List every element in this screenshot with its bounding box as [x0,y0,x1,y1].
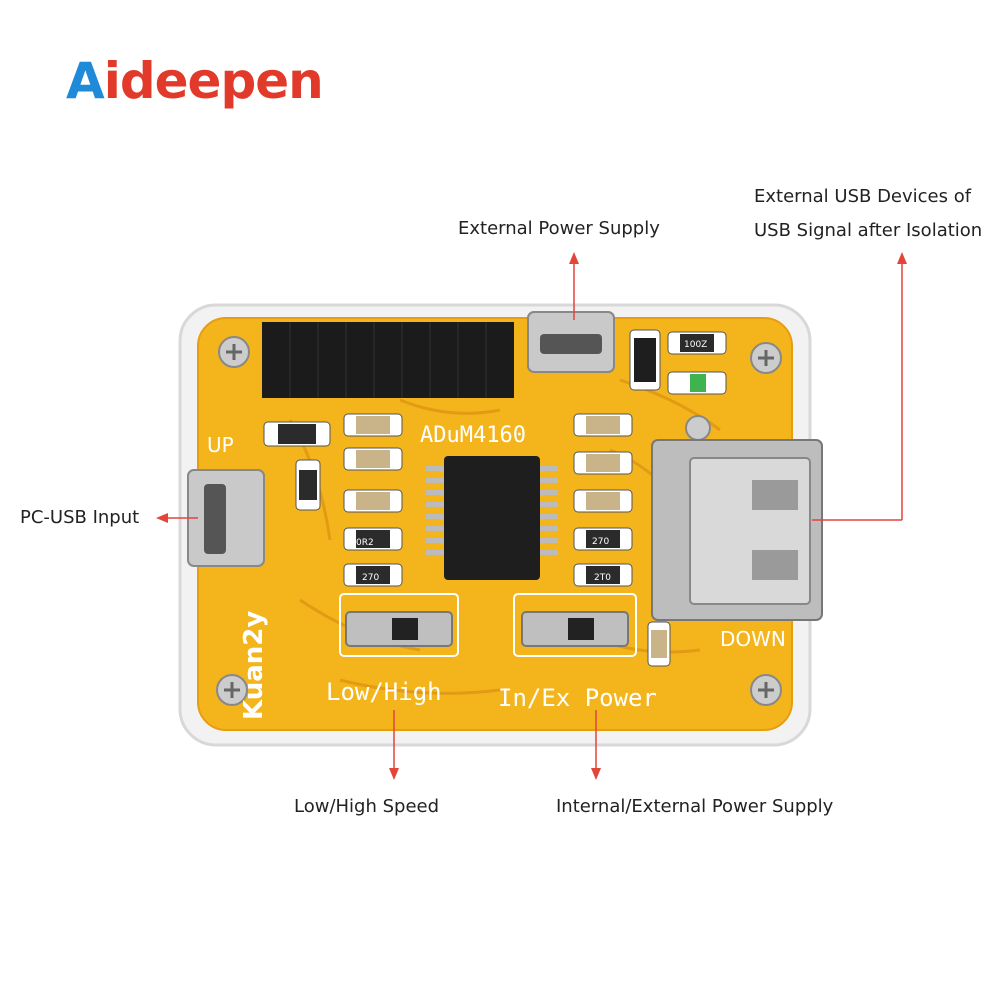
passive-components-left [263,413,403,587]
pin-header [262,322,514,398]
label-external-usb-line2: USB Signal after Isolation [754,220,983,241]
passive-components-right [573,329,727,667]
silk-down: DOWN [720,627,786,651]
label-internal-external-power: Internal/External Power Supply [556,796,834,817]
label-external-power: External Power Supply [458,218,660,239]
arrow-down-icon [389,768,399,780]
usb-a-window-top [752,480,798,510]
screw-icon [685,415,711,441]
micro-usb-input-opening [204,484,226,554]
arrow-up-icon [569,252,579,264]
resistor-label: 270 [592,537,609,547]
label-external-usb-line1: External USB Devices of [754,186,972,207]
usb-a-shell [689,457,811,605]
adum4160-chip [444,456,540,580]
arrow-left-icon [156,513,168,523]
speed-switch [339,593,459,657]
screw-icons [216,336,782,706]
chip-silk-label: ADuM4160 [420,423,526,448]
label-pc-usb: PC-USB Input [20,507,140,528]
pin-header-grooves [289,322,487,398]
resistor-label: 0R2 [356,538,374,548]
chip-pins [426,466,558,555]
usb-a-window-bottom [752,550,798,580]
silk-in-ex-power: In/Ex Power [498,684,657,712]
brand-logo: Aideepen [66,52,324,110]
vendor-silk-label: Kuan2y [239,611,269,720]
power-switch [513,593,637,657]
arrow-down-icon [591,768,601,780]
silk-low-high: Low/High [326,678,442,706]
resistor-label: 270 [362,573,379,583]
label-low-high-speed: Low/High Speed [294,796,440,817]
callout-lines [156,252,907,780]
brand-letter-a: A [66,52,105,110]
resistor-label: 100Z [684,340,707,350]
micro-usb-opening [540,334,602,354]
resistor-label: 2T0 [594,573,611,583]
arrow-up-icon [897,252,907,264]
brand-name-rest: ideepen [103,52,324,110]
silk-up: UP [207,433,234,457]
